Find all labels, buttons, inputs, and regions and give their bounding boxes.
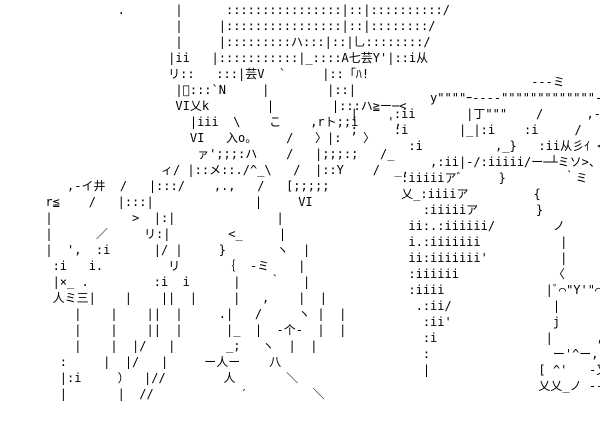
- right-figure-art: ---ミ y""""ｰ--‐‐"""""""""""""‐'' ー \ | :i…: [350, 75, 600, 393]
- left-figure-art: . | ::::::::::::::::|::|::::::::::/ | |:…: [45, 3, 450, 401]
